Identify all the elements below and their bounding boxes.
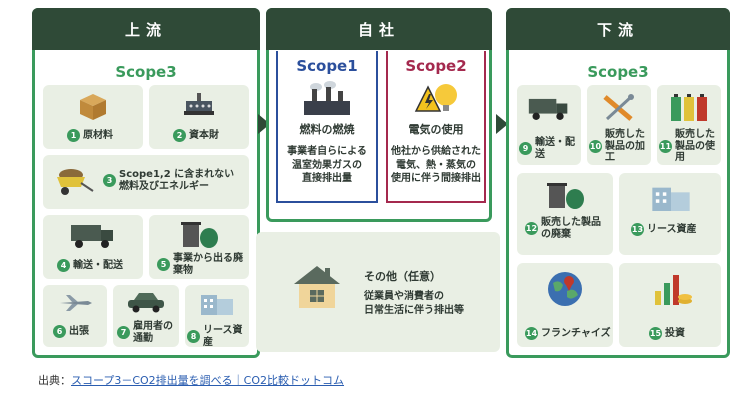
building-icon xyxy=(201,295,233,315)
downstream-header: 下流 xyxy=(506,8,730,50)
scope2-title: Scope2 xyxy=(405,57,467,75)
scope1-title: Scope1 xyxy=(296,57,358,75)
scope1-subtitle: 燃料の燃焼 xyxy=(299,123,355,136)
battery-icon xyxy=(671,94,707,121)
truck-icon xyxy=(528,98,568,120)
other-title: その他（任意） xyxy=(364,270,441,283)
trash-icon xyxy=(547,183,584,209)
item-label: 原材料 xyxy=(83,129,113,141)
machine-icon xyxy=(184,93,214,115)
source-citation: 出典：スコープ3－CO2排出量を調べる｜CO2比較ドットコム xyxy=(38,374,345,387)
wheelbarrow-icon xyxy=(57,169,94,195)
globe-icon xyxy=(548,272,582,306)
upstream-scope-title: Scope3 xyxy=(115,63,177,81)
scope1-box: Scope1 燃料の燃焼 事業者自らによる 温室効果ガスの 直接排出量 xyxy=(276,51,378,203)
scope2-box: Scope2 電気の使用 他社から供給された 電気、熱・蒸気の 使用に伴う間接排… xyxy=(386,51,486,203)
other-card: その他（任意） 従業員や消費者の 日常生活に伴う排出等 xyxy=(256,232,500,352)
truck-icon xyxy=(71,225,113,248)
building-icon xyxy=(652,187,690,211)
factory-icon xyxy=(304,81,350,115)
car-icon xyxy=(128,293,164,313)
downstream-scope-title: Scope3 xyxy=(587,63,649,81)
trash-icon xyxy=(181,222,218,248)
scope2-subtitle: 電気の使用 xyxy=(408,123,464,136)
box-icon xyxy=(80,94,106,120)
chart-money-icon xyxy=(655,275,692,305)
tools-icon xyxy=(603,94,634,121)
company-header: 自社 xyxy=(266,8,492,50)
source-link[interactable]: スコープ3－CO2排出量を調べる｜CO2比較ドットコム xyxy=(71,374,345,387)
arrow-right-icon xyxy=(496,114,508,134)
upstream-header: 上流 xyxy=(32,8,260,50)
electricity-icon xyxy=(414,84,457,112)
house-icon xyxy=(294,266,340,308)
airplane-icon xyxy=(60,295,92,311)
